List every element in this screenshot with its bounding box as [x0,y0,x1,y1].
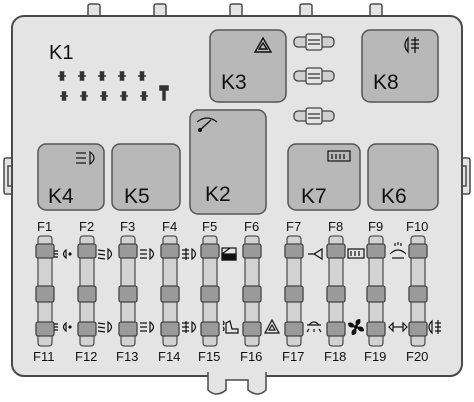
relay-k6 [367,143,439,211]
fan-icon [348,319,364,335]
high-beam-icon [140,320,155,334]
fuse-label-top: F7 [286,219,302,234]
rear-defroster-icon [347,248,365,259]
fuse-slot [284,235,304,347]
relay-k4 [37,143,105,211]
relay-k7 [287,143,361,211]
relay-k3 [209,29,287,103]
relay-k5-label: K5 [124,185,150,208]
turn-signal-icon [388,321,408,333]
rear-fog-light-icon [404,36,419,54]
relay-k3-label: K3 [221,71,247,94]
fuse-label-top: F9 [368,219,384,234]
fuse-label-bottom: F13 [116,349,139,364]
windshield-wiper-icon [196,117,218,133]
low-beam-icon [97,320,113,334]
relay-k7-label: K7 [301,185,327,208]
fuse-label-bottom: F20 [406,349,429,364]
sidelight-left-icon [54,321,72,333]
relay-k2 [189,109,267,215]
fuse-slot [200,235,220,347]
fuse-label-bottom: F18 [324,349,347,364]
fuse-slot [408,235,428,347]
fuse-slots [35,235,428,347]
relay-k5 [111,143,181,211]
fuse-slot [366,235,386,347]
fuse-label-top: F2 [79,219,95,234]
heated-seat-icon [222,320,239,334]
relay-k2-label: K2 [205,183,231,206]
rear-fog-light-icon [428,319,441,335]
relay-k8-label: K8 [373,71,399,94]
hazard-warning-icon [263,318,281,334]
fuse-label-bottom: F12 [75,349,98,364]
fuse-label-bottom: F19 [364,349,387,364]
fuse-slot [77,235,97,347]
high-beam-icon [140,247,155,261]
low-beam-icon [97,247,113,261]
sidelight-left-icon [54,248,72,260]
headlight-icon [76,150,95,166]
fuse-slot [160,235,180,347]
fuse-label-bottom: F17 [282,349,305,364]
fuse-icons [54,242,441,335]
fuse-slot [118,235,138,347]
fuse-slot [35,235,55,347]
fuse-label-top: F3 [120,219,136,234]
bottom-connector [207,372,267,395]
fuse-label-top: F8 [328,219,344,234]
fuse-label-top: F5 [202,219,218,234]
interior-light-icon [306,321,322,333]
fuse-label-bottom: F14 [158,349,181,364]
top-tabs [87,3,383,19]
fuse-label-bottom: F16 [240,349,263,364]
power-window-icon [221,247,237,261]
spare-fuses [293,33,335,125]
front-fog-light-icon [182,247,197,261]
windshield-washer-icon [389,242,407,259]
relay-k1-label: K1 [49,42,74,64]
fuse-label-top: F10 [406,219,429,234]
fuse-label-bottom: F11 [33,349,55,364]
horn-icon [308,247,323,261]
relay-k8 [361,29,439,103]
relay-k4-label: K4 [48,185,74,208]
relay-k6-label: K6 [381,185,407,208]
fuse-slot [326,235,346,347]
front-fog-light-icon [182,320,197,334]
hazard-warning-icon [253,36,273,53]
fuse-label-top: F6 [244,219,260,234]
fuse-label-top: F1 [37,219,53,234]
k1-relay-pins [58,71,169,101]
fuse-label-bottom: F15 [198,349,221,364]
rear-defroster-icon [327,150,351,162]
fuse-slot [242,235,262,347]
fuse-label-top: F4 [162,219,178,234]
